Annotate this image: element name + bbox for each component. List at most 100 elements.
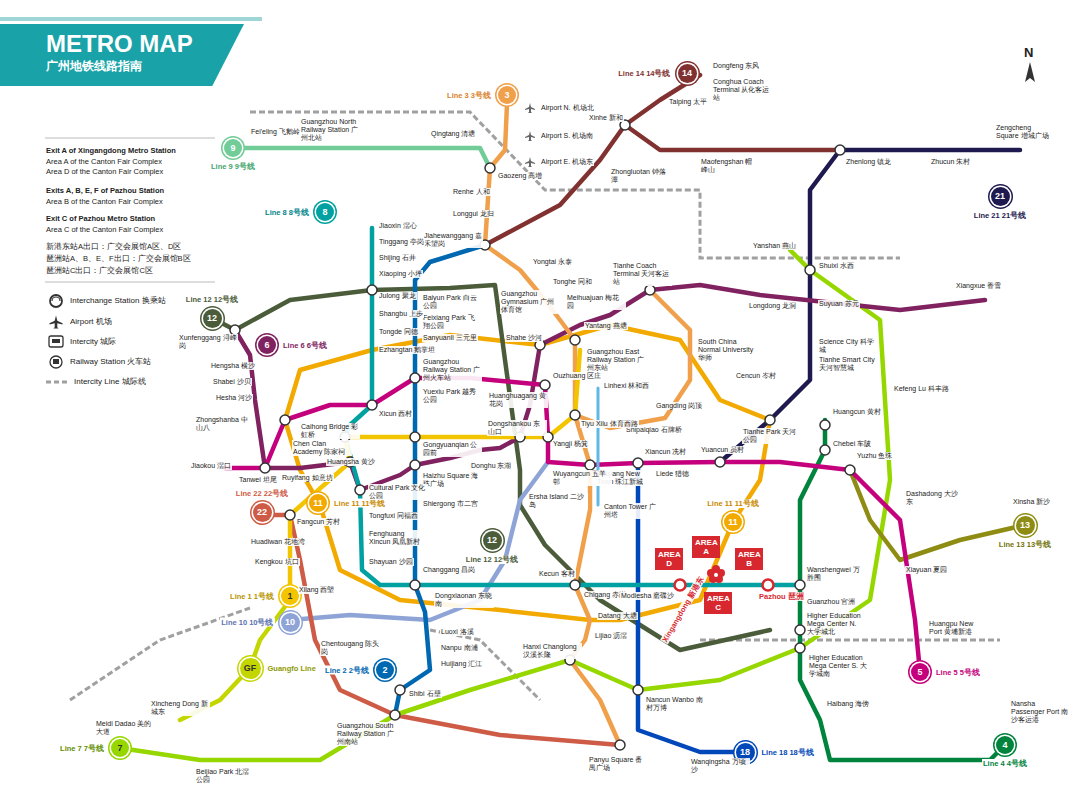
- station-label: Yanshan 燕山: [752, 242, 797, 250]
- title-band: METRO MAP广州地铁线路指南: [0, 24, 244, 86]
- station-label: Xilang 西塱: [298, 586, 335, 594]
- station-label: Ruyifang 如意坊: [281, 474, 334, 482]
- interchange-dot: [395, 685, 405, 695]
- legend-item: Intercity Line 城际线: [74, 377, 146, 387]
- apm-line: [597, 388, 600, 505]
- line-badge: 2Line 2 2号线: [376, 661, 394, 679]
- interchange-dot: [280, 415, 290, 425]
- interchange-dot: [410, 580, 420, 590]
- station-label: Tonghe 同和: [552, 278, 593, 286]
- station-label: Xicun 西村: [378, 410, 413, 418]
- station-label: Yantang 燕塘: [584, 322, 628, 330]
- interchange-dot: [260, 463, 270, 473]
- station-label: Huangpu New Port 黄埔新港: [928, 620, 988, 636]
- separator: [45, 138, 215, 139]
- note-text: Area A of the Canton Fair Complex: [45, 157, 163, 166]
- interchange-dot: [367, 285, 377, 295]
- line-number: 6: [258, 336, 276, 354]
- interchange-dot: [410, 432, 420, 442]
- interchange-dot: [633, 685, 643, 695]
- airport-icon: [525, 103, 535, 113]
- station-label: Shahe 沙河: [505, 334, 543, 342]
- line-name: Line 3 3号线: [446, 91, 492, 100]
- station-label: Longdong 龙洞: [748, 302, 797, 310]
- station-label: Longgui 龙归: [452, 210, 495, 218]
- station-label: Yuancun 员村: [700, 446, 745, 454]
- line-badge: 7Line 7 7号线: [111, 739, 129, 757]
- station-label: Xinhe 新和: [588, 114, 624, 122]
- station-label: Meihuajuan 梅花园: [566, 294, 626, 310]
- station-label: Zhongluotan 钟落潭: [610, 168, 670, 184]
- line-badge: 8Line 8 8号线: [316, 203, 334, 221]
- station-label: Guanzhou 官洲: [806, 598, 856, 606]
- station-label: Taiping 太平: [668, 98, 708, 106]
- intercity-icon: [49, 336, 63, 347]
- title-stripe: [0, 17, 262, 21]
- railway-icon-train: [53, 359, 59, 364]
- area-name: AREA B: [738, 550, 761, 568]
- canton-fair-logo: [707, 565, 725, 583]
- line-badge: 10Line 10 10号线: [281, 613, 300, 632]
- station-label: Feixiang Park 飞翔公园: [422, 314, 482, 330]
- separator: [45, 282, 215, 283]
- line-badge: 1Line 1 1号线: [281, 587, 299, 605]
- interchange-dot: [765, 415, 775, 425]
- station-label: Zhongshanba 中山八: [195, 416, 255, 432]
- station-label: Datang 大塘: [597, 612, 638, 620]
- station-label: Guangzhou Railway Station 广州火车站: [422, 358, 482, 382]
- station-label: Lijiao 沥滘: [594, 632, 628, 640]
- line-number: 8: [316, 203, 334, 221]
- interchange-dot: [410, 373, 420, 383]
- interchange-dot: [540, 380, 550, 390]
- station-label: Xiangxue 香雪: [955, 282, 1002, 290]
- line-name: Line 8 8号线: [264, 208, 310, 217]
- station-label: Fangcun 芳村: [296, 518, 341, 526]
- interchange-dot: [845, 465, 855, 475]
- line-5: [225, 378, 920, 672]
- line-badge: 11Line 11 11号线: [309, 494, 327, 512]
- line-name: Line 2 2号线: [324, 666, 370, 675]
- logo-petal: [707, 569, 715, 577]
- line-name: Line 10 10号线: [220, 618, 274, 627]
- intercity-line-sample: [46, 381, 68, 384]
- station-label: Dongxiaonan 东晓南: [434, 592, 494, 608]
- line-number: 12: [483, 531, 502, 550]
- line-name: Line 7 7号线: [59, 744, 105, 753]
- interchange-dot: [795, 580, 805, 590]
- interchange-icon-arc: [52, 297, 60, 301]
- metro-lines: [120, 75, 1025, 760]
- line-badge: GFGuangfo Line: [240, 658, 261, 679]
- airport-icon: [525, 157, 535, 167]
- station-label: Yuexiu Park 越秀公园: [422, 388, 482, 404]
- station-label: Wanqingsha 万顷沙: [690, 758, 750, 774]
- station-label: Huadiwan 花地湾: [250, 538, 306, 546]
- station-label: Tiyu Xilu 体育西路: [580, 420, 639, 428]
- interchange-dot: [805, 265, 815, 275]
- line-badge: 4Line 4 4号线: [996, 736, 1014, 754]
- station-label: Suyuan 苏元: [818, 300, 860, 308]
- line-number: 2: [376, 661, 394, 679]
- compass-label: N: [1023, 46, 1034, 60]
- railway-icon: [50, 356, 62, 368]
- note-text: 琶洲站A、B、E、F出口：广交会展馆B区: [45, 254, 192, 263]
- station-label: Huangsha 黄沙: [326, 458, 376, 466]
- station-label: Donghu 东湖: [470, 462, 512, 470]
- station-label: Nansha Passenger Port 南沙客运港: [1010, 700, 1070, 724]
- line-badge: 22Line 22 22号线: [253, 503, 272, 522]
- station-label: Nanpu 南浦: [440, 644, 479, 652]
- interchange-dot: [820, 420, 830, 430]
- line-badge: 3Line 3 3号线: [498, 86, 516, 104]
- fair-station-label: Pazhou 琶洲: [758, 592, 805, 601]
- station-label: Guangzhou North Railway Station 广州北站: [300, 118, 360, 142]
- interchange-dot: [585, 460, 595, 470]
- station-label: Zhenlong 镇龙: [845, 158, 892, 166]
- line-9: [233, 148, 490, 168]
- line-name: Line 22 22号线: [235, 489, 289, 498]
- station-label: Gaozeng 高增: [497, 172, 543, 180]
- station-label: Xiaoping 小坪: [378, 270, 423, 278]
- line-number: 4: [996, 736, 1014, 754]
- canton-fair-station: [763, 580, 774, 591]
- station-label: Tongfuxi 同福西: [368, 512, 419, 520]
- line-badge: 21Line 21 21号线: [991, 187, 1010, 206]
- station-label: Shiergong 市二宫: [422, 500, 479, 508]
